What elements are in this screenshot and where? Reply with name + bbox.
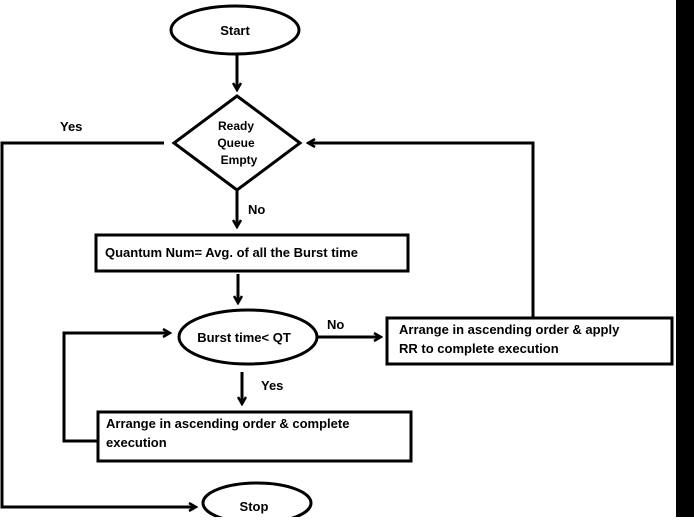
edge-rr-to-ready [308, 143, 535, 318]
ready-queue-line-3: Empty [221, 153, 258, 167]
start-label: Start [220, 23, 250, 38]
yes-down-label: Yes [261, 378, 283, 393]
no-down-label: No [248, 202, 265, 217]
arrange-complete-line-2: execution [106, 435, 167, 450]
ready-queue-decision [171, 94, 303, 192]
edge-complete-to-burst [62, 333, 170, 443]
edge-yes-to-stop [0, 141, 196, 507]
arrange-rr-line-2: RR to complete execution [399, 341, 559, 356]
quantum-box [94, 233, 410, 273]
ready-queue-line-2: Queue [217, 136, 255, 150]
ready-queue-line-1: Ready [218, 119, 254, 133]
arrange-complete-line-1: Arrange in ascending order & complete [106, 416, 349, 431]
arrange-rr-line-1: Arrange in ascending order & apply [399, 322, 620, 337]
burst-label: Burst time< QT [197, 330, 291, 345]
quantum-label: Quantum Num= Avg. of all the Burst time [105, 245, 358, 260]
stop-label: Stop [240, 499, 269, 514]
stop-node [201, 481, 313, 522]
right-edge-bar [676, 0, 694, 517]
arrange-complete-box [96, 410, 413, 463]
yes-left-label: Yes [60, 119, 82, 134]
arrange-rr-box [385, 316, 674, 366]
start-node [169, 4, 301, 56]
no-right-label: No [327, 317, 344, 332]
